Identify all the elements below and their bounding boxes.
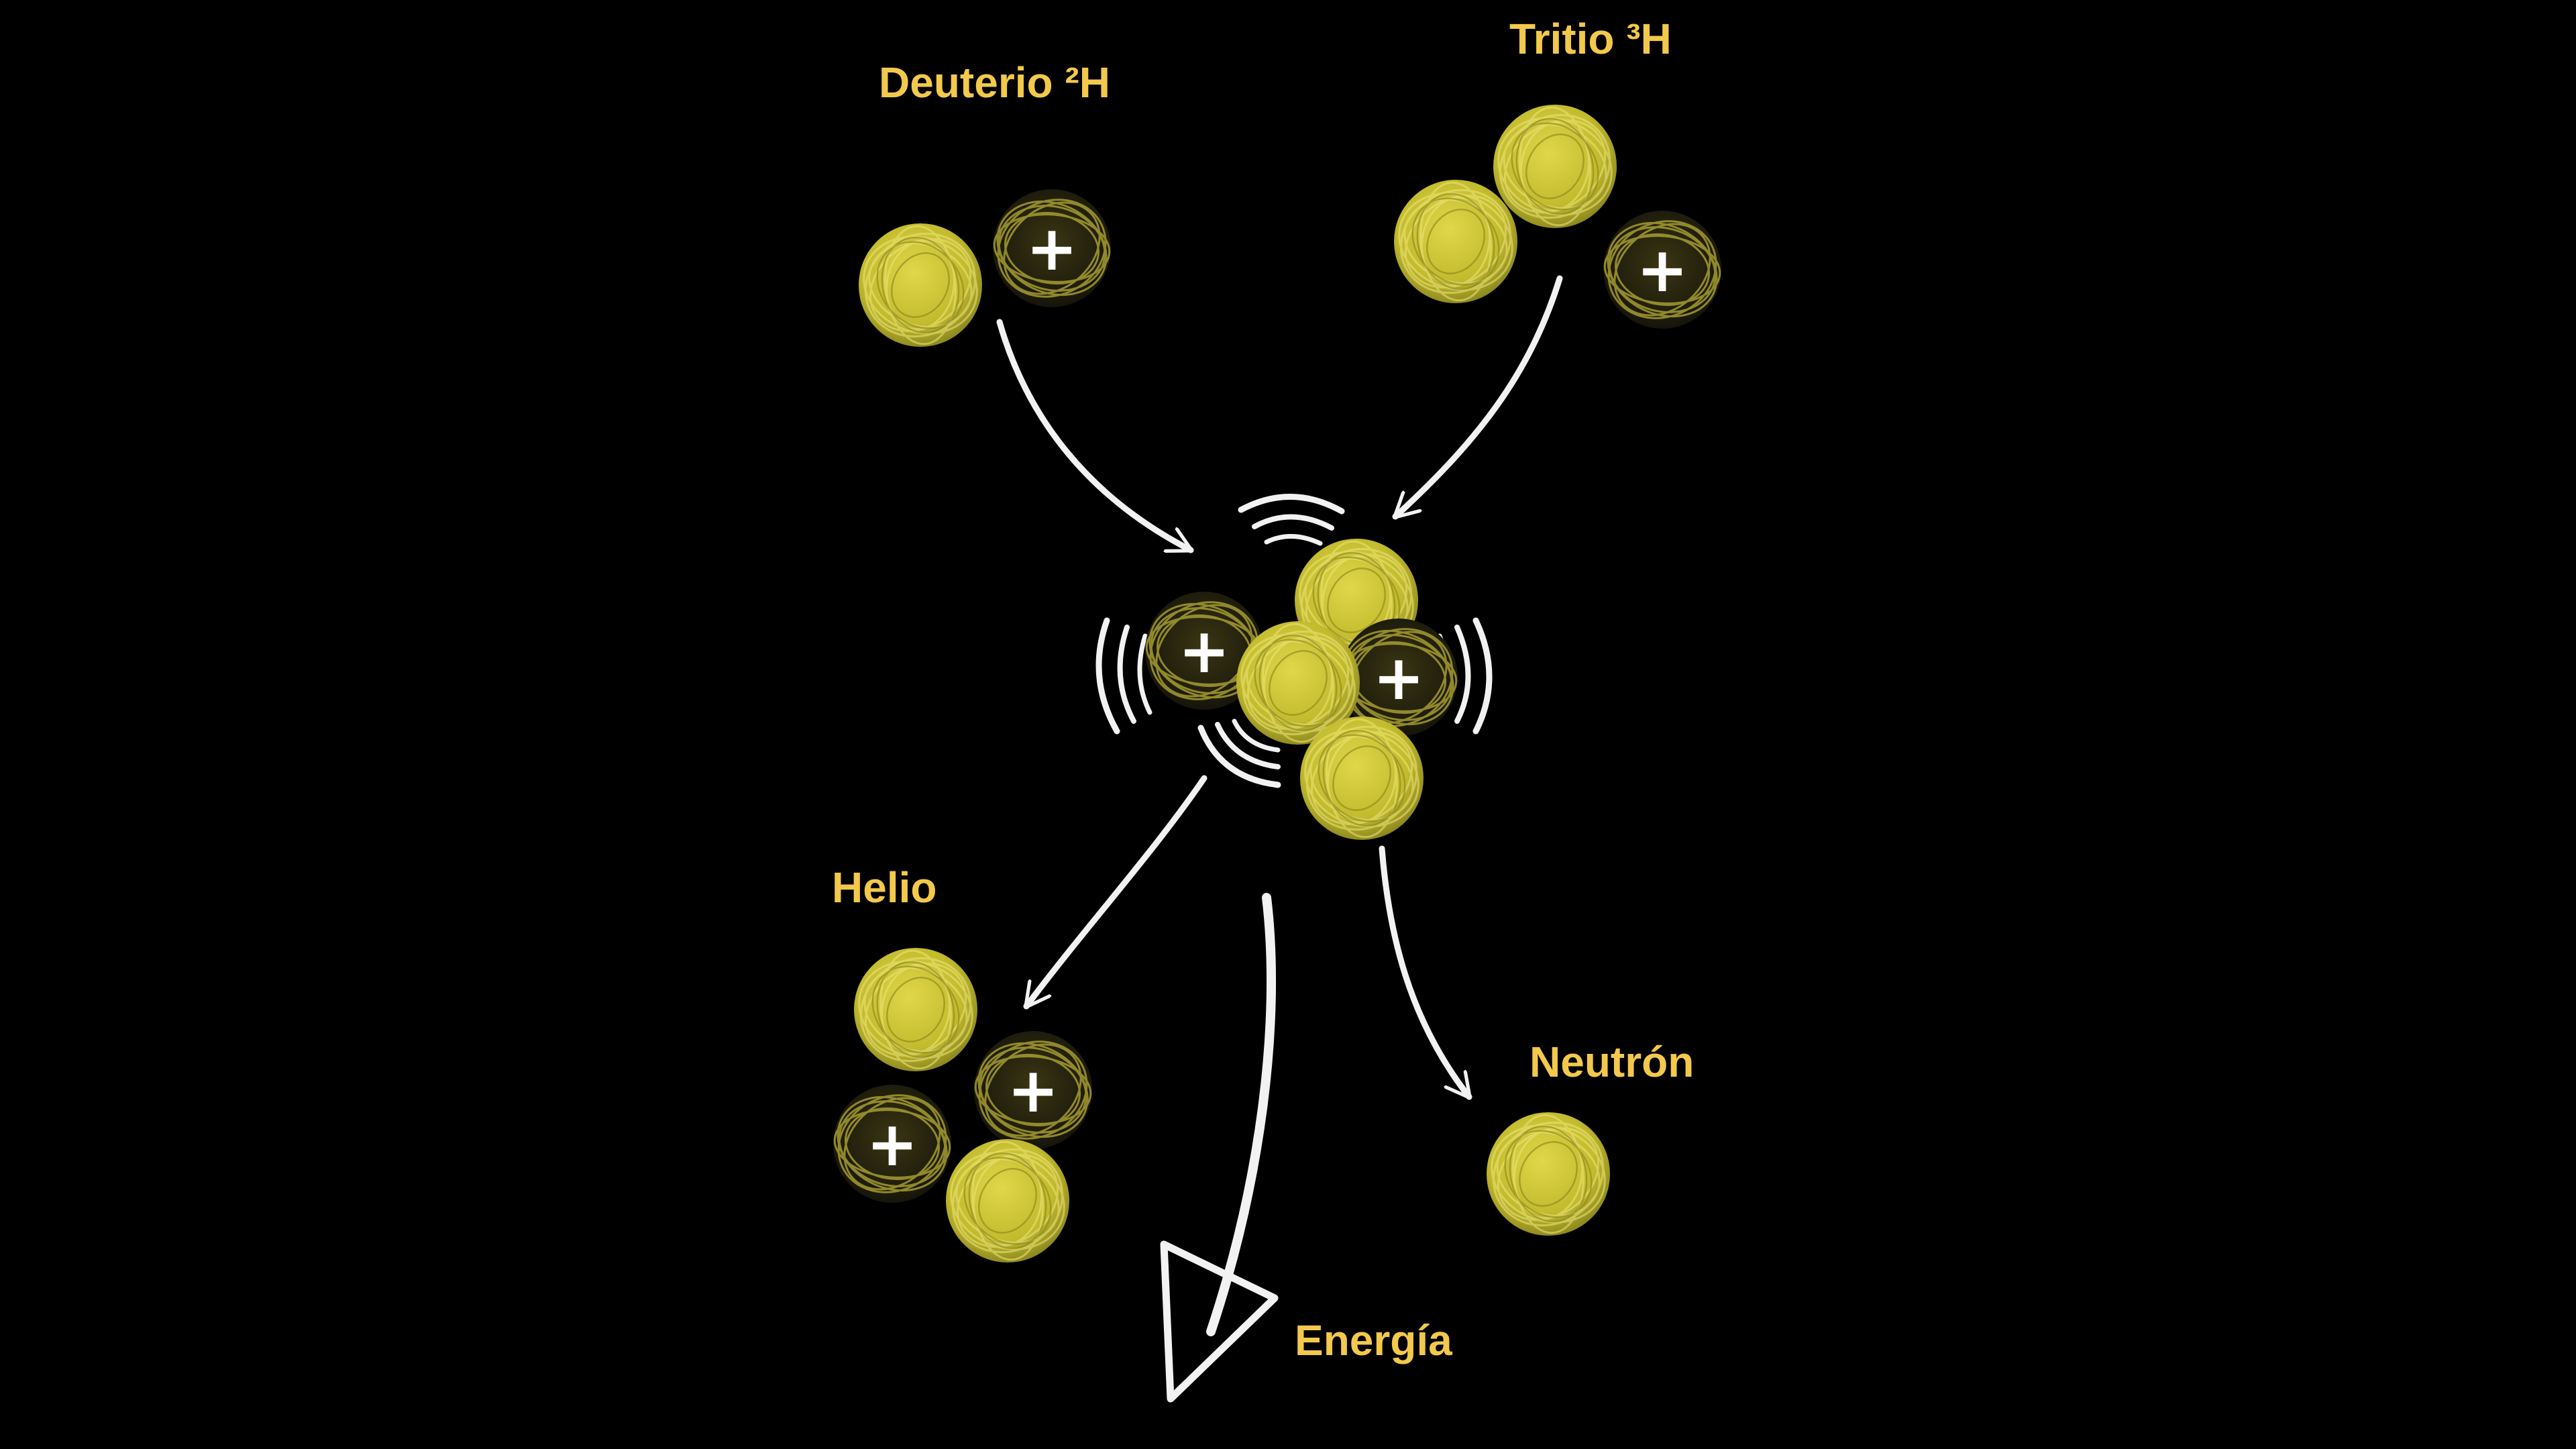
plus-symbol: + xyxy=(1026,213,1077,284)
helium-neutron-bottom xyxy=(932,1128,1083,1273)
tritium-proton: + xyxy=(1591,203,1733,337)
fusion-vibration-lines xyxy=(1095,494,1493,788)
helium-proton-left: + xyxy=(821,1077,963,1211)
arrow-deuterium-in xyxy=(996,319,1194,553)
label-tritium: Tritio ³H xyxy=(1509,15,1672,63)
arrow-helium-out xyxy=(1023,775,1208,1010)
arrow-energy-out xyxy=(1160,893,1279,1403)
fusing-proton-right: + xyxy=(1328,610,1470,745)
fusing-proton-left: + xyxy=(1133,584,1275,718)
fusing-nucleus: + + xyxy=(1133,528,1470,851)
deuterium-neutron xyxy=(845,213,996,358)
free-neutron xyxy=(1473,1102,1623,1246)
arrow-neutron-out xyxy=(1379,845,1472,1100)
plus-symbol: + xyxy=(866,1108,918,1180)
label-deuterium: Deuterio ²H xyxy=(879,58,1110,107)
label-neutron: Neutrón xyxy=(1529,1038,1694,1086)
plus-symbol: + xyxy=(1007,1055,1059,1126)
helium-neutron-top xyxy=(841,937,991,1082)
plus-symbol: + xyxy=(1373,642,1424,714)
helium-nucleus: + + xyxy=(821,937,1104,1273)
deuterium-nucleus: + xyxy=(845,181,1123,358)
label-energy: Energía xyxy=(1295,1316,1452,1364)
tritium-nucleus: + xyxy=(1381,94,1733,337)
plus-symbol: + xyxy=(1178,615,1230,687)
helium-proton-right: + xyxy=(962,1023,1104,1157)
plus-symbol: + xyxy=(1636,234,1688,306)
arrow-tritium-in xyxy=(1392,275,1563,520)
label-helium: Helio xyxy=(832,863,936,912)
deuterium-proton: + xyxy=(981,181,1123,315)
